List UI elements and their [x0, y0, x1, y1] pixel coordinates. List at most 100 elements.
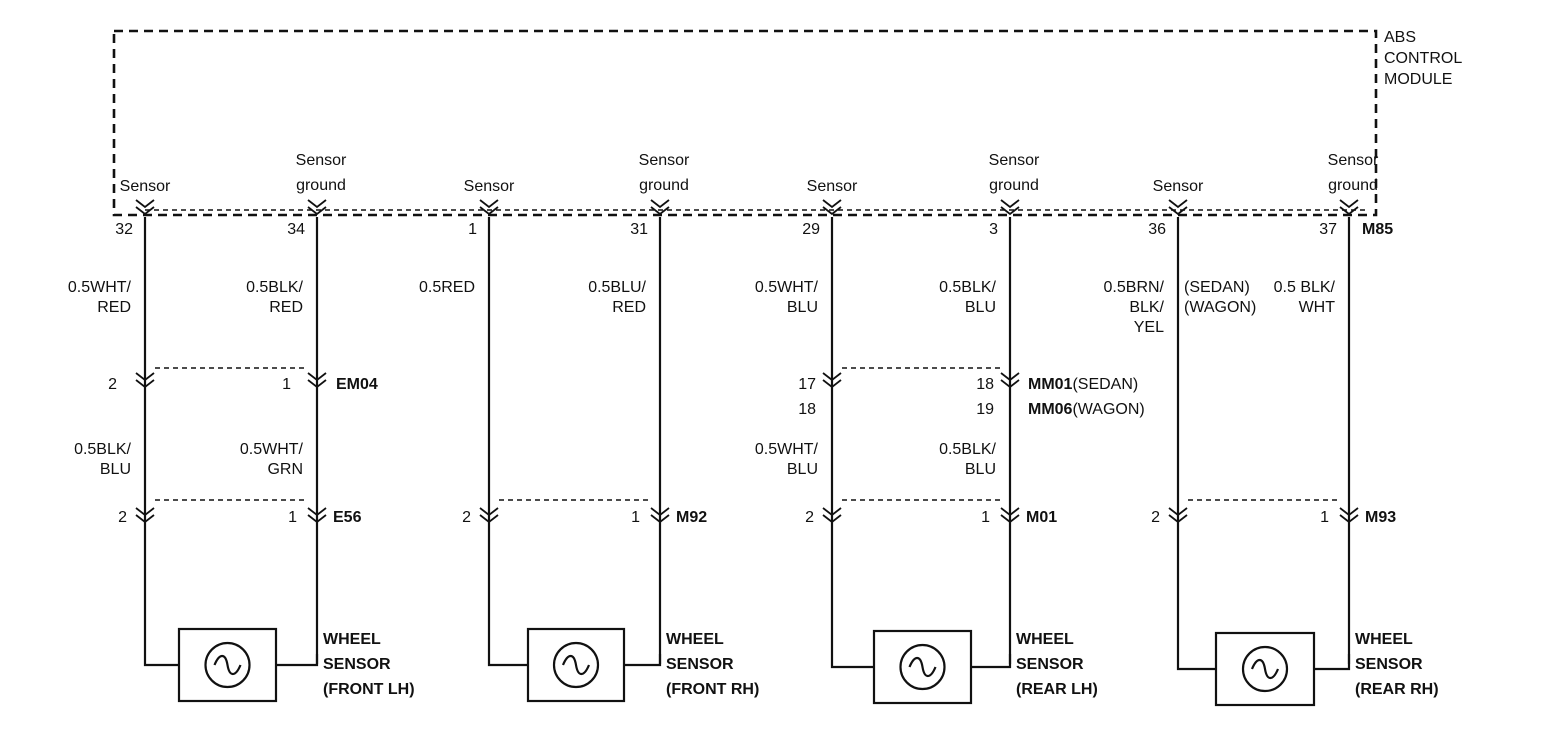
m93-name: M93	[1365, 509, 1396, 526]
wire-color-ground-rr: 0.5 BLK/	[1274, 279, 1336, 296]
wire-color-ground-rr: WHT	[1299, 299, 1336, 316]
m01-name: M01	[1026, 509, 1057, 526]
wheel-sensor-label: SENSOR	[1355, 656, 1423, 673]
module-pin-chevron-sensor-rl	[822, 199, 842, 216]
e56-chevron-left	[135, 507, 155, 524]
sensor-symbol-icon	[552, 641, 600, 689]
mm06-name: MM06(WAGON)	[1028, 401, 1145, 418]
em04-left-pin: 2	[108, 376, 117, 393]
mm-left-wire-color: 0.5WHT/	[755, 441, 819, 458]
wire-color-ground-fr: 0.5BLU/	[588, 279, 646, 296]
wire-color-sensor-fl: RED	[97, 299, 131, 316]
e56-right-pin: 1	[288, 509, 297, 526]
wire-color-ground-fr: RED	[612, 299, 646, 316]
sensor-leads-m93	[1176, 654, 1351, 671]
sensor-symbol-icon	[204, 641, 251, 689]
mm-left-pin: 17	[798, 376, 816, 393]
mm06-name-bold: MM06	[1028, 401, 1073, 418]
wire-color-sensor-rr: YEL	[1134, 319, 1164, 336]
module-pin-chevron-ground-fl	[307, 199, 327, 216]
m92-left-pin: 2	[462, 509, 471, 526]
module-pin-sensor-fr: 1	[468, 221, 477, 238]
ac-wave-icon	[561, 654, 591, 676]
module-pin-ground-fr: 31	[630, 221, 648, 238]
terminal-label-ground-rl: Sensor	[989, 152, 1040, 169]
module-pin-chevron-sensor-rr	[1168, 199, 1188, 216]
mm06-note: (WAGON)	[1072, 401, 1144, 418]
terminal-label-ground-fr: ground	[639, 177, 689, 194]
module-pin-ground-fl: 34	[287, 221, 305, 238]
m01-left-pin: 2	[805, 509, 814, 526]
mm-chevron-left	[822, 372, 842, 389]
mm-right-wire-color: 0.5BLK/	[939, 441, 996, 458]
wire-color-sensor-rr: 0.5BRN/	[1104, 279, 1165, 296]
m01-chevron-right	[1000, 507, 1020, 524]
wire-color-ground-rl: BLU	[965, 299, 996, 316]
sensor-symbol-icon	[899, 643, 946, 691]
module-connector-label: M85	[1362, 221, 1393, 238]
wire-color-sensor-rl: BLU	[787, 299, 818, 316]
em04-right-wire-color: 0.5WHT/	[240, 441, 304, 458]
wire-color-ground-rl: 0.5BLK/	[939, 279, 996, 296]
module-pin-sensor-fl: 32	[115, 221, 133, 238]
module-pin-chevron-ground-fr	[650, 199, 670, 216]
mm-left-pin: 18	[798, 401, 816, 418]
wire-color-ground-fl: 0.5BLK/	[246, 279, 303, 296]
em04-right-wire-color: GRN	[267, 461, 303, 478]
module-pin-ground-rl: 3	[989, 221, 998, 238]
module-pin-sensor-rl: 29	[802, 221, 820, 238]
wheel-sensor-label: WHEEL	[1016, 631, 1074, 648]
wheel-sensor-label: WHEEL	[1355, 631, 1413, 648]
wheel-sensor-label: WHEEL	[323, 631, 381, 648]
e56-chevron-right	[307, 507, 327, 524]
m92-chevron-right	[650, 507, 670, 524]
abs-control-module-boundary	[112, 29, 1378, 217]
wire-color-sensor-fr: 0.5RED	[419, 279, 475, 296]
rr-wire-note: (WAGON)	[1184, 299, 1256, 316]
mm-chevron-right	[1000, 372, 1020, 389]
wheel-sensor-label: (FRONT LH)	[323, 681, 415, 698]
em04-left-wire-color: BLU	[100, 461, 131, 478]
module-pin-chevron-sensor-fl	[135, 199, 155, 216]
em04-right-pin: 1	[282, 376, 291, 393]
m92-chevron-left	[479, 507, 499, 524]
m93-chevron-left	[1168, 507, 1188, 524]
mm01-note: (SEDAN)	[1072, 376, 1138, 393]
module-label: CONTROL	[1384, 50, 1462, 67]
module-pin-sensor-rr: 36	[1148, 221, 1166, 238]
m92-right-pin: 1	[631, 509, 640, 526]
wheel-sensor-label: (REAR RH)	[1355, 681, 1439, 698]
sensor-leads-m92	[487, 654, 662, 667]
em04-left-wire-color: 0.5BLK/	[74, 441, 131, 458]
module-pin-chevron-ground-rl	[1000, 199, 1020, 216]
m01-right-pin: 1	[981, 509, 990, 526]
sensor-leads-m01	[830, 654, 1012, 669]
terminal-label-sensor-fr: Sensor	[464, 178, 515, 195]
sensor-leads-e56	[143, 654, 319, 667]
m93-left-pin: 2	[1151, 509, 1160, 526]
ac-wave-icon	[213, 654, 242, 676]
mm-right-pin: 19	[976, 401, 994, 418]
wire-color-sensor-rr: BLK/	[1129, 299, 1164, 316]
mm-right-pin: 18	[976, 376, 994, 393]
terminal-label-ground-rr: ground	[1328, 177, 1378, 194]
ac-wave-icon	[1250, 658, 1280, 680]
wheel-sensor-label: SENSOR	[666, 656, 734, 673]
module-pin-chevron-sensor-fr	[479, 199, 499, 216]
wheel-sensor-label: (REAR LH)	[1016, 681, 1098, 698]
wire-color-sensor-rl: 0.5WHT/	[755, 279, 819, 296]
wheel-sensor-label: SENSOR	[1016, 656, 1084, 673]
wire-color-ground-fl: RED	[269, 299, 303, 316]
module-label: MODULE	[1384, 71, 1452, 88]
m01-chevron-left	[822, 507, 842, 524]
module-label: ABS	[1384, 29, 1416, 46]
mm01-name: MM01(SEDAN)	[1028, 376, 1138, 393]
terminal-label-sensor-fl: Sensor	[120, 178, 171, 195]
terminal-label-ground-fl: ground	[296, 177, 346, 194]
terminal-label-ground-fl: Sensor	[296, 152, 347, 169]
em04-chevron-left	[135, 372, 155, 389]
mm-left-wire-color: BLU	[787, 461, 818, 478]
wire-color-sensor-fl: 0.5WHT/	[68, 279, 132, 296]
e56-left-pin: 2	[118, 509, 127, 526]
